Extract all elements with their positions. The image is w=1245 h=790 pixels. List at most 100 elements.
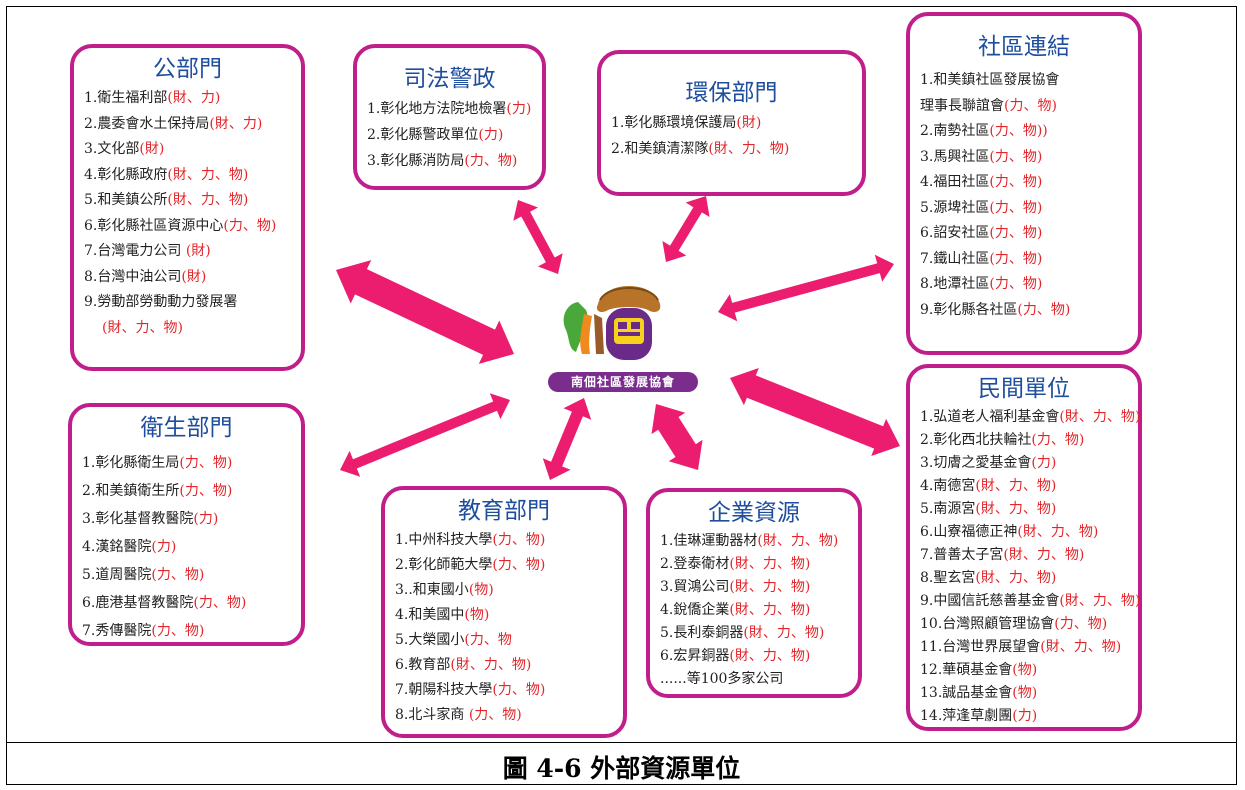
resource-type: (財、力、物) [729, 602, 811, 618]
resource-type: (物) [464, 607, 490, 623]
resource-name: 1.中州科技大學 [395, 532, 493, 548]
association-logo [563, 286, 661, 360]
resource-name: 9.彰化縣各社區 [920, 301, 1018, 318]
resource-item: 4.漢銘醫院(力) [82, 533, 291, 561]
resource-type: (力) [151, 539, 177, 555]
resource-name: 8.聖玄宮 [920, 570, 976, 586]
resource-name: 1.衛生福利部 [84, 90, 168, 106]
resource-item: 1.弘道老人福利基金會(財、力、物) [920, 406, 1140, 429]
resource-type: (力、物) [193, 595, 247, 611]
resource-item: 12.華碩基金會(物) [920, 659, 1128, 682]
resource-name: 2.彰化西北扶輪社 [920, 432, 1032, 448]
resource-type: (財) [736, 115, 762, 131]
resource-item: 1.中州科技大學(力、物) [395, 528, 613, 553]
resource-type: (力) [478, 127, 504, 143]
resource-item: 9.中國信託慈善基金會(財、力、物) [920, 590, 1140, 613]
resource-name: 13.誠品基金會 [920, 685, 1013, 701]
resource-name: 2.彰化師範大學 [395, 557, 493, 573]
resource-name: 3.馬興社區 [920, 148, 990, 165]
resource-item: 5.長利泰銅器(財、力、物) [660, 622, 848, 645]
resource-item: 9.彰化縣各社區(力、物) [920, 298, 1128, 324]
resource-type: (財、力、物) [1017, 524, 1099, 540]
box-title: 司法警政 [403, 66, 496, 92]
resource-list: 1.彰化縣環境保護局(財)2.和美鎮清潔隊(財、力、物) [611, 110, 852, 162]
resource-type: (財) [181, 268, 207, 285]
resource-item: 3.切膚之愛基金會(力) [920, 452, 1128, 475]
resource-item: 2.南勢社區(力、物)) [920, 119, 1128, 145]
resource-item: 1.佳琳運動器材(財、力、物) [660, 530, 848, 553]
resource-type: (財、力、物) [743, 625, 825, 641]
resource-list: 1.彰化地方法院地檢署(力)2.彰化縣警政單位(力)3.彰化縣消防局(力、物) [367, 96, 532, 174]
resource-item: 3.彰化基督教醫院(力) [82, 505, 291, 533]
resource-name: 4.漢銘醫院 [82, 539, 152, 555]
box-private-units: 民間單位 1.弘道老人福利基金會(財、力、物)2.彰化西北扶輪社(力、物)3.切… [906, 364, 1142, 731]
resource-type: (財、力、物) [729, 556, 811, 572]
resource-item: 2.彰化縣警政單位(力) [367, 122, 532, 148]
resource-type: (財、力、物) [757, 533, 839, 549]
resource-name: 2.農委會水土保持局 [84, 115, 210, 132]
resource-item: 7.鐵山社區(力、物) [920, 247, 1128, 273]
box-environment: 環保部門 1.彰化縣環境保護局(財)2.和美鎮清潔隊(財、力、物) [597, 50, 866, 196]
resource-item: 5.源埤社區(力、物) [920, 196, 1128, 222]
resource-type: (力、物) [464, 153, 518, 169]
resource-name: 1.彰化縣衛生局 [82, 455, 180, 471]
box-health: 衛生部門 1.彰化縣衛生局(力、物)2.和美鎮衛生所(力、物)3.彰化基督教醫院… [68, 403, 305, 646]
resource-item: 11.台灣世界展望會(財、力、物) [920, 636, 1128, 659]
resource-type: (力、物) [223, 217, 277, 234]
box-enterprise: 企業資源 1.佳琳運動器材(財、力、物)2.登泰衛材(財、力、物)3.貿鴻公司(… [646, 488, 862, 698]
resource-name: 1.彰化縣環境保護局 [611, 115, 737, 131]
resource-type: (財、力、物) [102, 319, 183, 336]
resource-name: 2.南勢社區 [920, 123, 990, 139]
resource-item: 1.衛生福利部(財、力) [84, 86, 291, 112]
resource-list: 1.衛生福利部(財、力)2.農委會水土保持局(財、力)3.文化部(財)4.彰化縣… [84, 86, 291, 341]
arrow-environment [662, 196, 710, 262]
resource-name: 7.鐵山社區 [920, 250, 990, 267]
resource-name: 6.彰化縣社區資源中心 [84, 217, 224, 234]
resource-name: 3.文化部 [84, 141, 140, 157]
resource-item: 13.誠品基金會(物) [920, 682, 1128, 705]
resource-type: (財、力、物) [1040, 639, 1122, 655]
resource-type: (財、力、物) [450, 657, 532, 673]
resource-item: 1.彰化縣衛生局(力、物) [82, 449, 291, 477]
resource-type: (財) [139, 141, 165, 157]
resource-name: 10.台灣照顧管理協會 [920, 616, 1055, 632]
arrow-private [730, 368, 900, 456]
resource-name: 4.彰化縣政府 [84, 166, 168, 183]
resource-type: (力、物)) [989, 123, 1048, 139]
resource-name: 2.和美鎮衛生所 [82, 483, 180, 499]
resource-name: 4.南德宮 [920, 478, 976, 494]
resource-item: 8.地潭社區(力、物) [920, 272, 1128, 298]
resource-type: (力) [1031, 455, 1057, 471]
resource-item: 7.秀傳醫院(力、物) [82, 617, 291, 645]
resource-type: (財、力、物) [167, 192, 249, 208]
resource-item: 6.鹿港基督教醫院(力、物) [82, 589, 291, 617]
resource-item: 8.台灣中油公司(財) [84, 265, 291, 291]
figure-caption: 圖 4-6 外部資源單位 [502, 754, 741, 783]
resource-list: 1.和美鎮社區發展協會理事長聯誼會(力、物)2.南勢社區(力、物))3.馬興社區… [920, 68, 1128, 323]
resource-item: 4.銳僑企業(財、力、物) [660, 599, 848, 622]
resource-name: 7.台灣電力公司 [84, 243, 186, 259]
resource-type: (財、力、物) [975, 478, 1057, 494]
resource-name: 2.和美鎮清潔隊 [611, 141, 709, 157]
resource-list: 1.佳琳運動器材(財、力、物)2.登泰衛材(財、力、物)3.貿鴻公司(財、力、物… [660, 530, 848, 691]
resource-name: 2.彰化縣警政單位 [367, 127, 479, 143]
resource-name: 理事長聯誼會 [920, 97, 1004, 114]
resource-item: (財、力、物) [84, 316, 291, 342]
resource-name: 8.地潭社區 [920, 276, 990, 292]
resource-type: (力、物) [468, 707, 522, 723]
resource-type: (力、物 [464, 632, 512, 648]
arrow-enterprise [651, 404, 703, 470]
resource-item: 6.宏昇銅器(財、力、物) [660, 645, 848, 668]
resource-item: 2.彰化師範大學(力、物) [395, 553, 613, 578]
resource-item: 2.農委會水土保持局(財、力) [84, 112, 291, 138]
resource-item: 理事長聯誼會(力、物) [920, 94, 1128, 120]
resource-name: 1.弘道老人福利基金會 [920, 409, 1060, 425]
resource-item: 2.登泰衛材(財、力、物) [660, 553, 848, 576]
resource-type: (財、力) [167, 90, 221, 106]
resource-type: (力、物) [492, 532, 546, 548]
resource-item: 8.聖玄宮(財、力、物) [920, 567, 1128, 590]
resource-type: (財、力、物) [729, 579, 811, 595]
resource-type: (物) [468, 582, 494, 598]
arrow-education [542, 398, 592, 480]
